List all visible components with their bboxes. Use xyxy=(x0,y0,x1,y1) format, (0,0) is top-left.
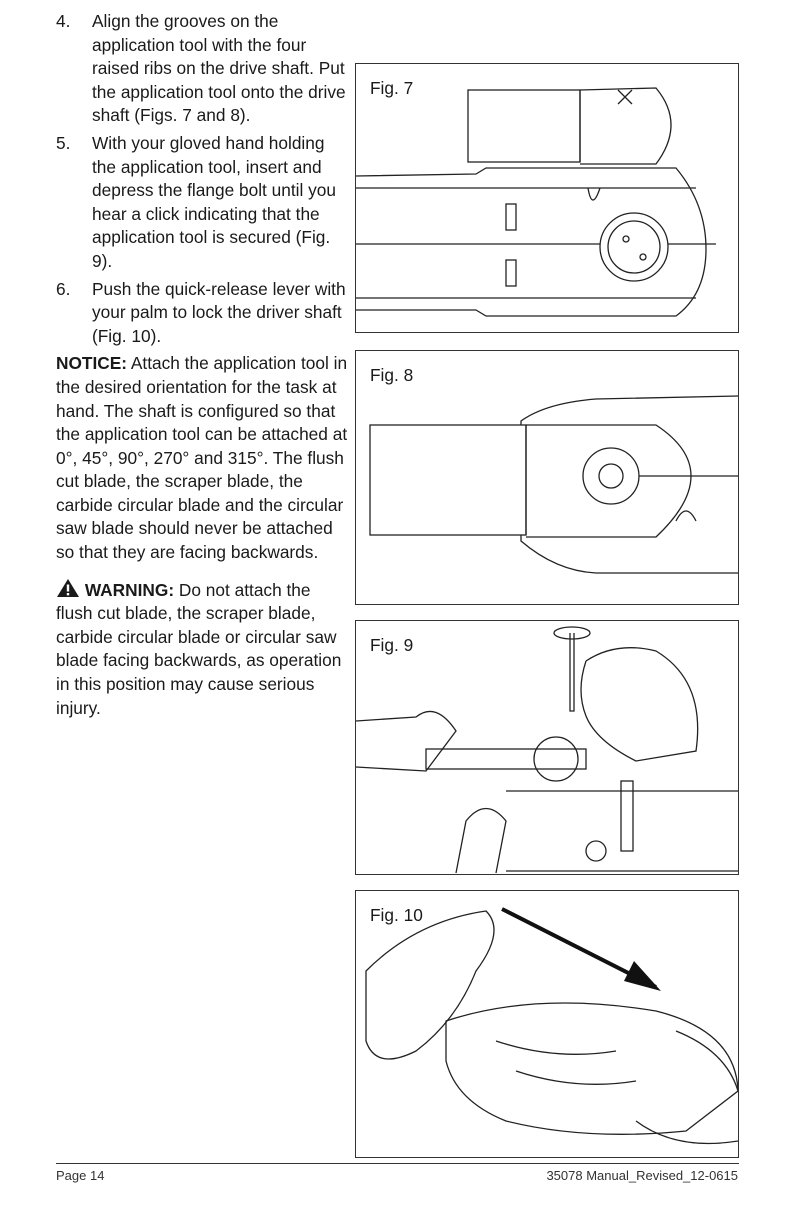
figure-label: Fig. 7 xyxy=(370,78,417,99)
warning-label: WARNING: xyxy=(84,579,175,600)
step-text: Push the quick-release lever with your p… xyxy=(92,278,346,346)
step-4: 4. Align the grooves on the application … xyxy=(56,10,348,128)
notice-label: NOTICE: xyxy=(56,353,128,374)
page-number: Page 14 xyxy=(56,1168,105,1183)
warning-triangle-icon xyxy=(56,578,80,598)
notice-text: Attach the application tool in the desir… xyxy=(56,353,348,563)
figure-9: Fig. 9 xyxy=(355,620,739,875)
figure-7-drawing xyxy=(356,87,716,317)
step-number: 5. xyxy=(56,132,71,153)
document-id: 35078 Manual_Revised_12-0615 xyxy=(546,1168,738,1183)
notice-paragraph: NOTICE: Attach the application tool in t… xyxy=(56,352,348,564)
figure-10: Fig. 10 xyxy=(355,890,739,1158)
warning-text: Do not attach the flush cut blade, the s… xyxy=(56,579,342,718)
figure-label: Fig. 8 xyxy=(370,365,417,386)
figure-8: Fig. 8 xyxy=(355,350,739,605)
figure-8-drawing xyxy=(369,395,738,574)
figure-label: Fig. 10 xyxy=(370,905,426,926)
step-text: Align the grooves on the application too… xyxy=(92,11,346,126)
step-text: With your gloved hand holding the applic… xyxy=(92,132,337,271)
step-6: 6. Push the quick-release lever with you… xyxy=(56,278,348,349)
figure-10-drawing xyxy=(365,907,738,1145)
figure-7: Fig. 7 xyxy=(355,63,739,333)
footer-rule xyxy=(56,1163,739,1164)
step-number: 4. xyxy=(56,11,71,31)
figure-label: Fig. 9 xyxy=(370,635,417,656)
warning-paragraph: WARNING: Do not attach the flush cut bla… xyxy=(56,578,348,721)
figure-9-drawing xyxy=(356,626,738,874)
step-number: 6. xyxy=(56,278,71,299)
instruction-column: 4. Align the grooves on the application … xyxy=(56,10,348,720)
step-5: 5. With your gloved hand holding the app… xyxy=(56,132,348,274)
